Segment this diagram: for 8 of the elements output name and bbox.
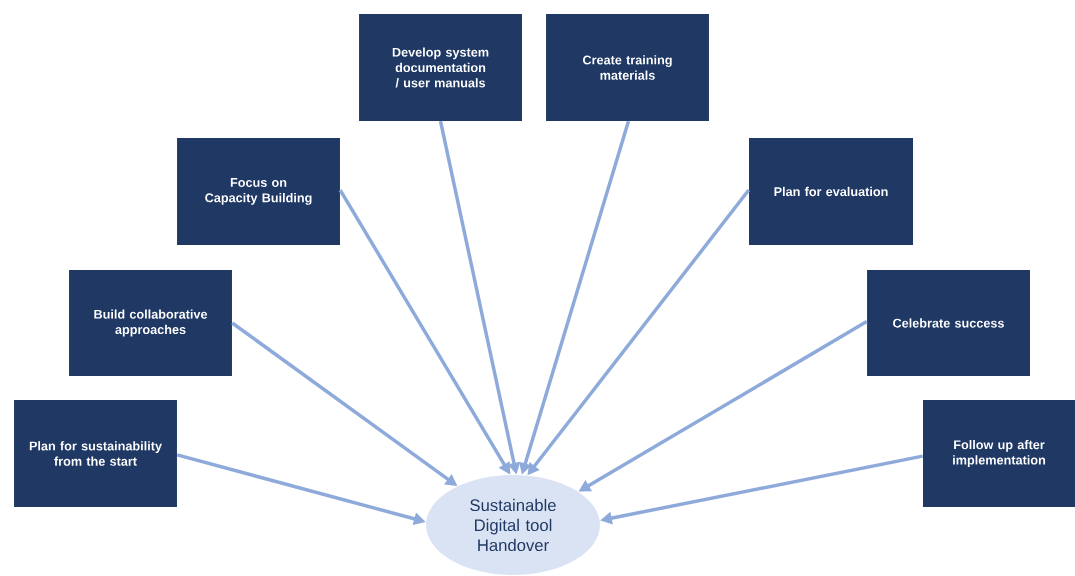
- process-box: Build collaborative approaches: [69, 270, 232, 376]
- process-box: Follow up after implementation: [923, 400, 1075, 507]
- process-box: Develop system documentation / user manuals: [359, 14, 522, 121]
- process-box: Plan for evaluation: [749, 138, 913, 245]
- process-box: Focus on Capacity Building: [177, 138, 340, 245]
- process-box: Plan for sustainability from the start: [14, 400, 177, 507]
- process-box: Create training materials: [546, 14, 709, 121]
- process-box: Celebrate success: [867, 270, 1030, 376]
